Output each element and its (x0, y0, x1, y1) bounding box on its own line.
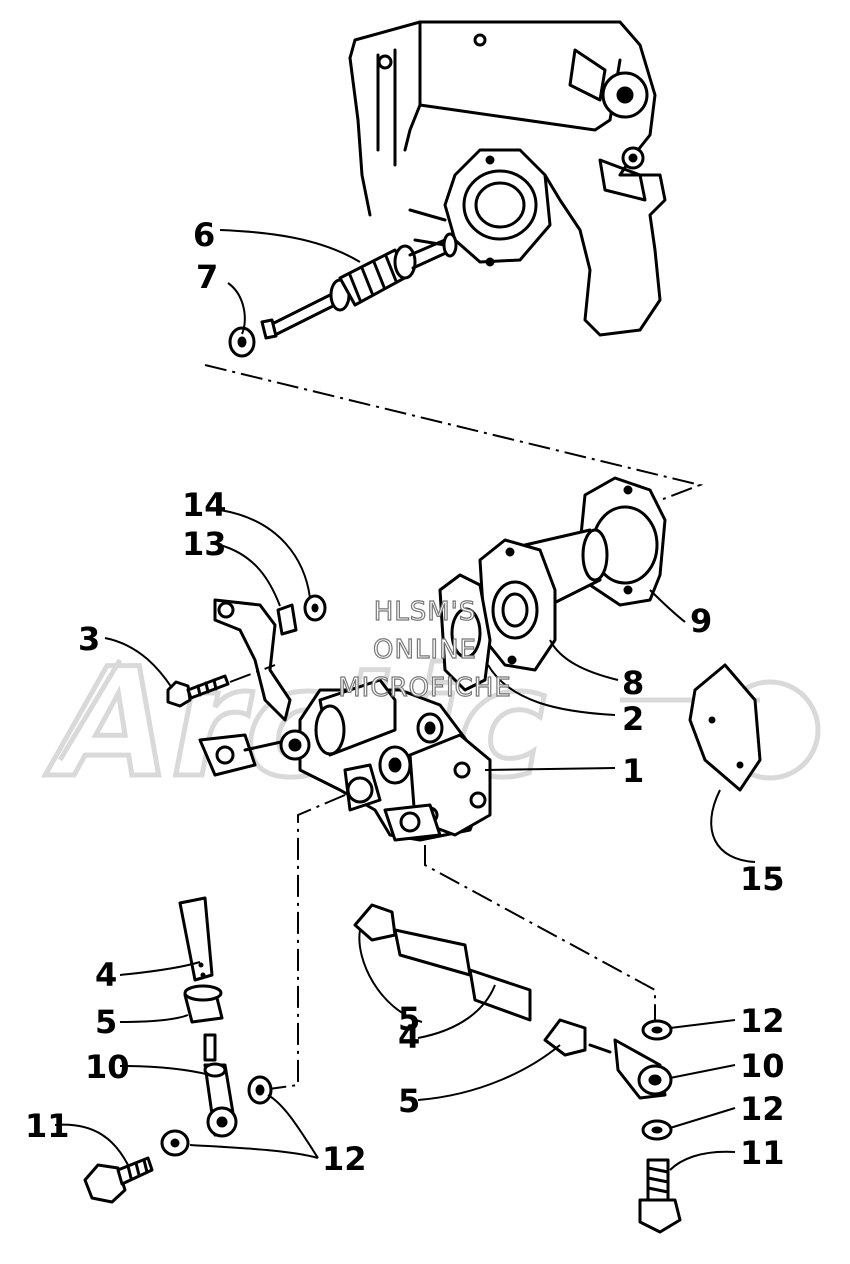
callout-12-right-bottom: 12 (740, 1090, 785, 1128)
callout-11-left: 11 (25, 1107, 70, 1145)
assembly-line-left (261, 794, 346, 1091)
watermark-line-2: ONLINE (373, 635, 477, 665)
screw-3 (166, 664, 276, 708)
cover-plate-15 (688, 663, 762, 792)
callout-14: 14 (182, 486, 227, 524)
callout-4-middle: 4 (398, 1018, 420, 1056)
callout-2: 2 (622, 700, 644, 738)
callout-5-middle-bottom: 5 (398, 1082, 420, 1120)
callout-1: 1 (622, 752, 644, 790)
site-watermark: HLSM'S ONLINE MICROFICHE (338, 596, 512, 703)
callout-13: 13 (182, 525, 227, 563)
callout-leaders (54, 229, 756, 1171)
callout-11-right: 11 (740, 1134, 785, 1172)
callout-4-left: 4 (95, 956, 117, 994)
callout-12-right-top: 12 (740, 1002, 785, 1040)
callout-8: 8 (622, 664, 644, 702)
callout-7: 7 (196, 258, 218, 296)
pump-drive-gear-shaft (260, 232, 458, 340)
watermark-line-1: HLSM'S (374, 597, 477, 627)
callout-12-left: 12 (322, 1140, 367, 1178)
callout-6: 6 (193, 216, 215, 254)
callout-9: 9 (690, 602, 712, 640)
engine-crankcase (348, 20, 667, 337)
assembly-line-right (424, 845, 656, 1025)
washer-7 (228, 326, 256, 358)
callout-5-left: 5 (95, 1003, 117, 1041)
callout-3: 3 (78, 620, 100, 658)
left-oil-line-group (83, 896, 273, 1204)
callout-10-left: 10 (85, 1048, 130, 1086)
oil-pump-assembly (198, 476, 667, 842)
part-callouts: 6 7 14 13 3 9 8 2 1 15 4 5 10 11 12 5 4 … (25, 216, 785, 1178)
callout-5-middle-top: 5 (398, 1000, 420, 1038)
right-oil-line-group (353, 903, 682, 1234)
callout-15: 15 (740, 860, 785, 898)
watermark-line-3: MICROFICHE (338, 673, 512, 703)
callout-10-right: 10 (740, 1047, 785, 1085)
